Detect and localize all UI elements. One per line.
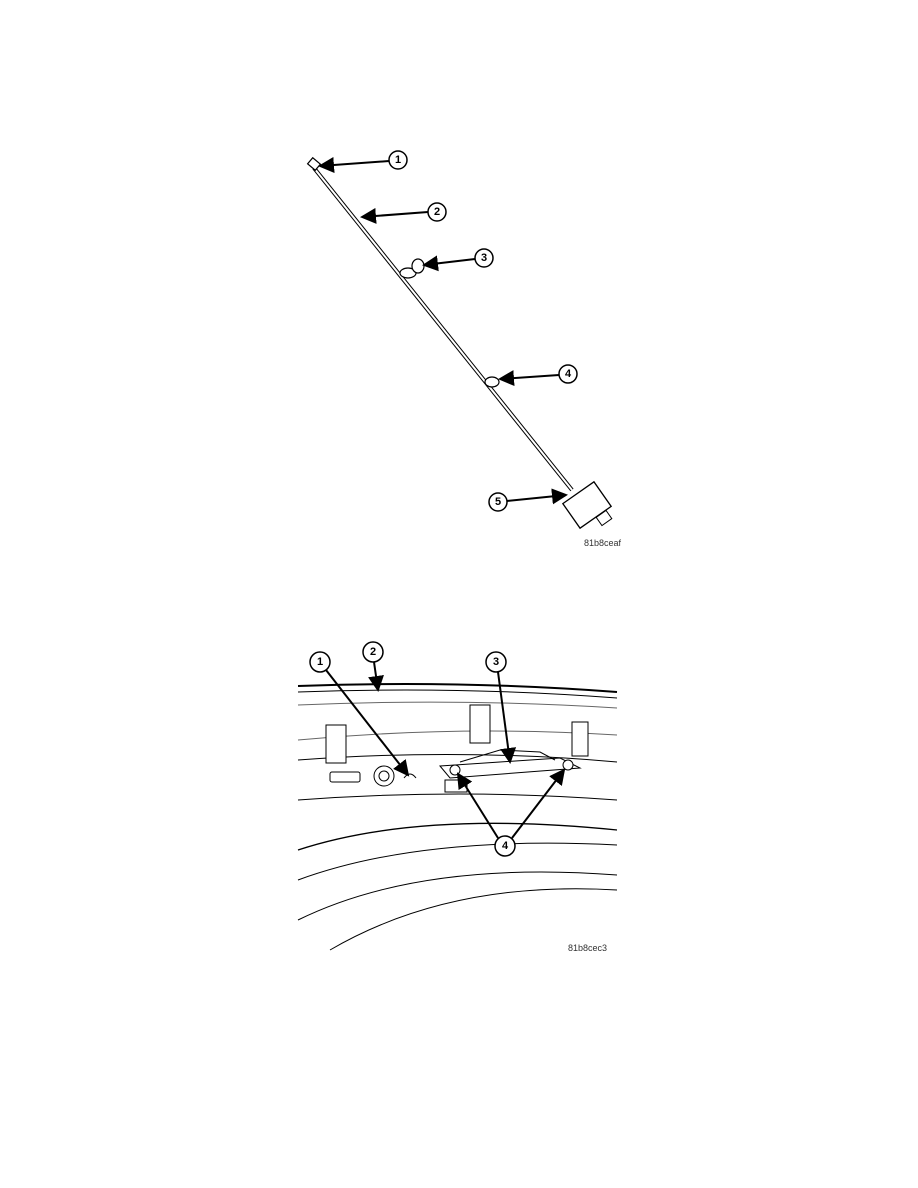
svg-text:4: 4 [565, 368, 572, 380]
svg-text:1: 1 [317, 656, 323, 668]
callout-3: 3 [422, 248, 494, 272]
svg-text:3: 3 [481, 252, 487, 264]
figure-code: 81b8cec3 [568, 943, 607, 953]
callout-5: 5 [488, 488, 568, 512]
callout-1: 1 [318, 150, 408, 173]
antenna-cable [306, 156, 613, 530]
callout-3: 3 [485, 651, 517, 764]
svg-text:2: 2 [434, 206, 440, 218]
antenna-cable-figure: 1 2 3 4 5 81b8ceaf [306, 150, 622, 548]
figure-code: 81b8ceaf [584, 538, 622, 548]
trunk-lid-figure: 1 2 3 4 81b8cec3 [297, 641, 618, 953]
callout-1: 1 [309, 651, 410, 777]
svg-text:5: 5 [495, 496, 501, 508]
svg-text:3: 3 [493, 656, 499, 668]
trunk-lid-illustration [297, 683, 618, 951]
svg-text:1: 1 [395, 154, 401, 166]
callout-4: 4 [456, 768, 566, 857]
callout-2: 2 [362, 641, 384, 692]
callout-2: 2 [360, 202, 447, 224]
svg-text:2: 2 [370, 646, 376, 658]
callout-4: 4 [498, 364, 578, 387]
svg-text:4: 4 [502, 840, 509, 852]
